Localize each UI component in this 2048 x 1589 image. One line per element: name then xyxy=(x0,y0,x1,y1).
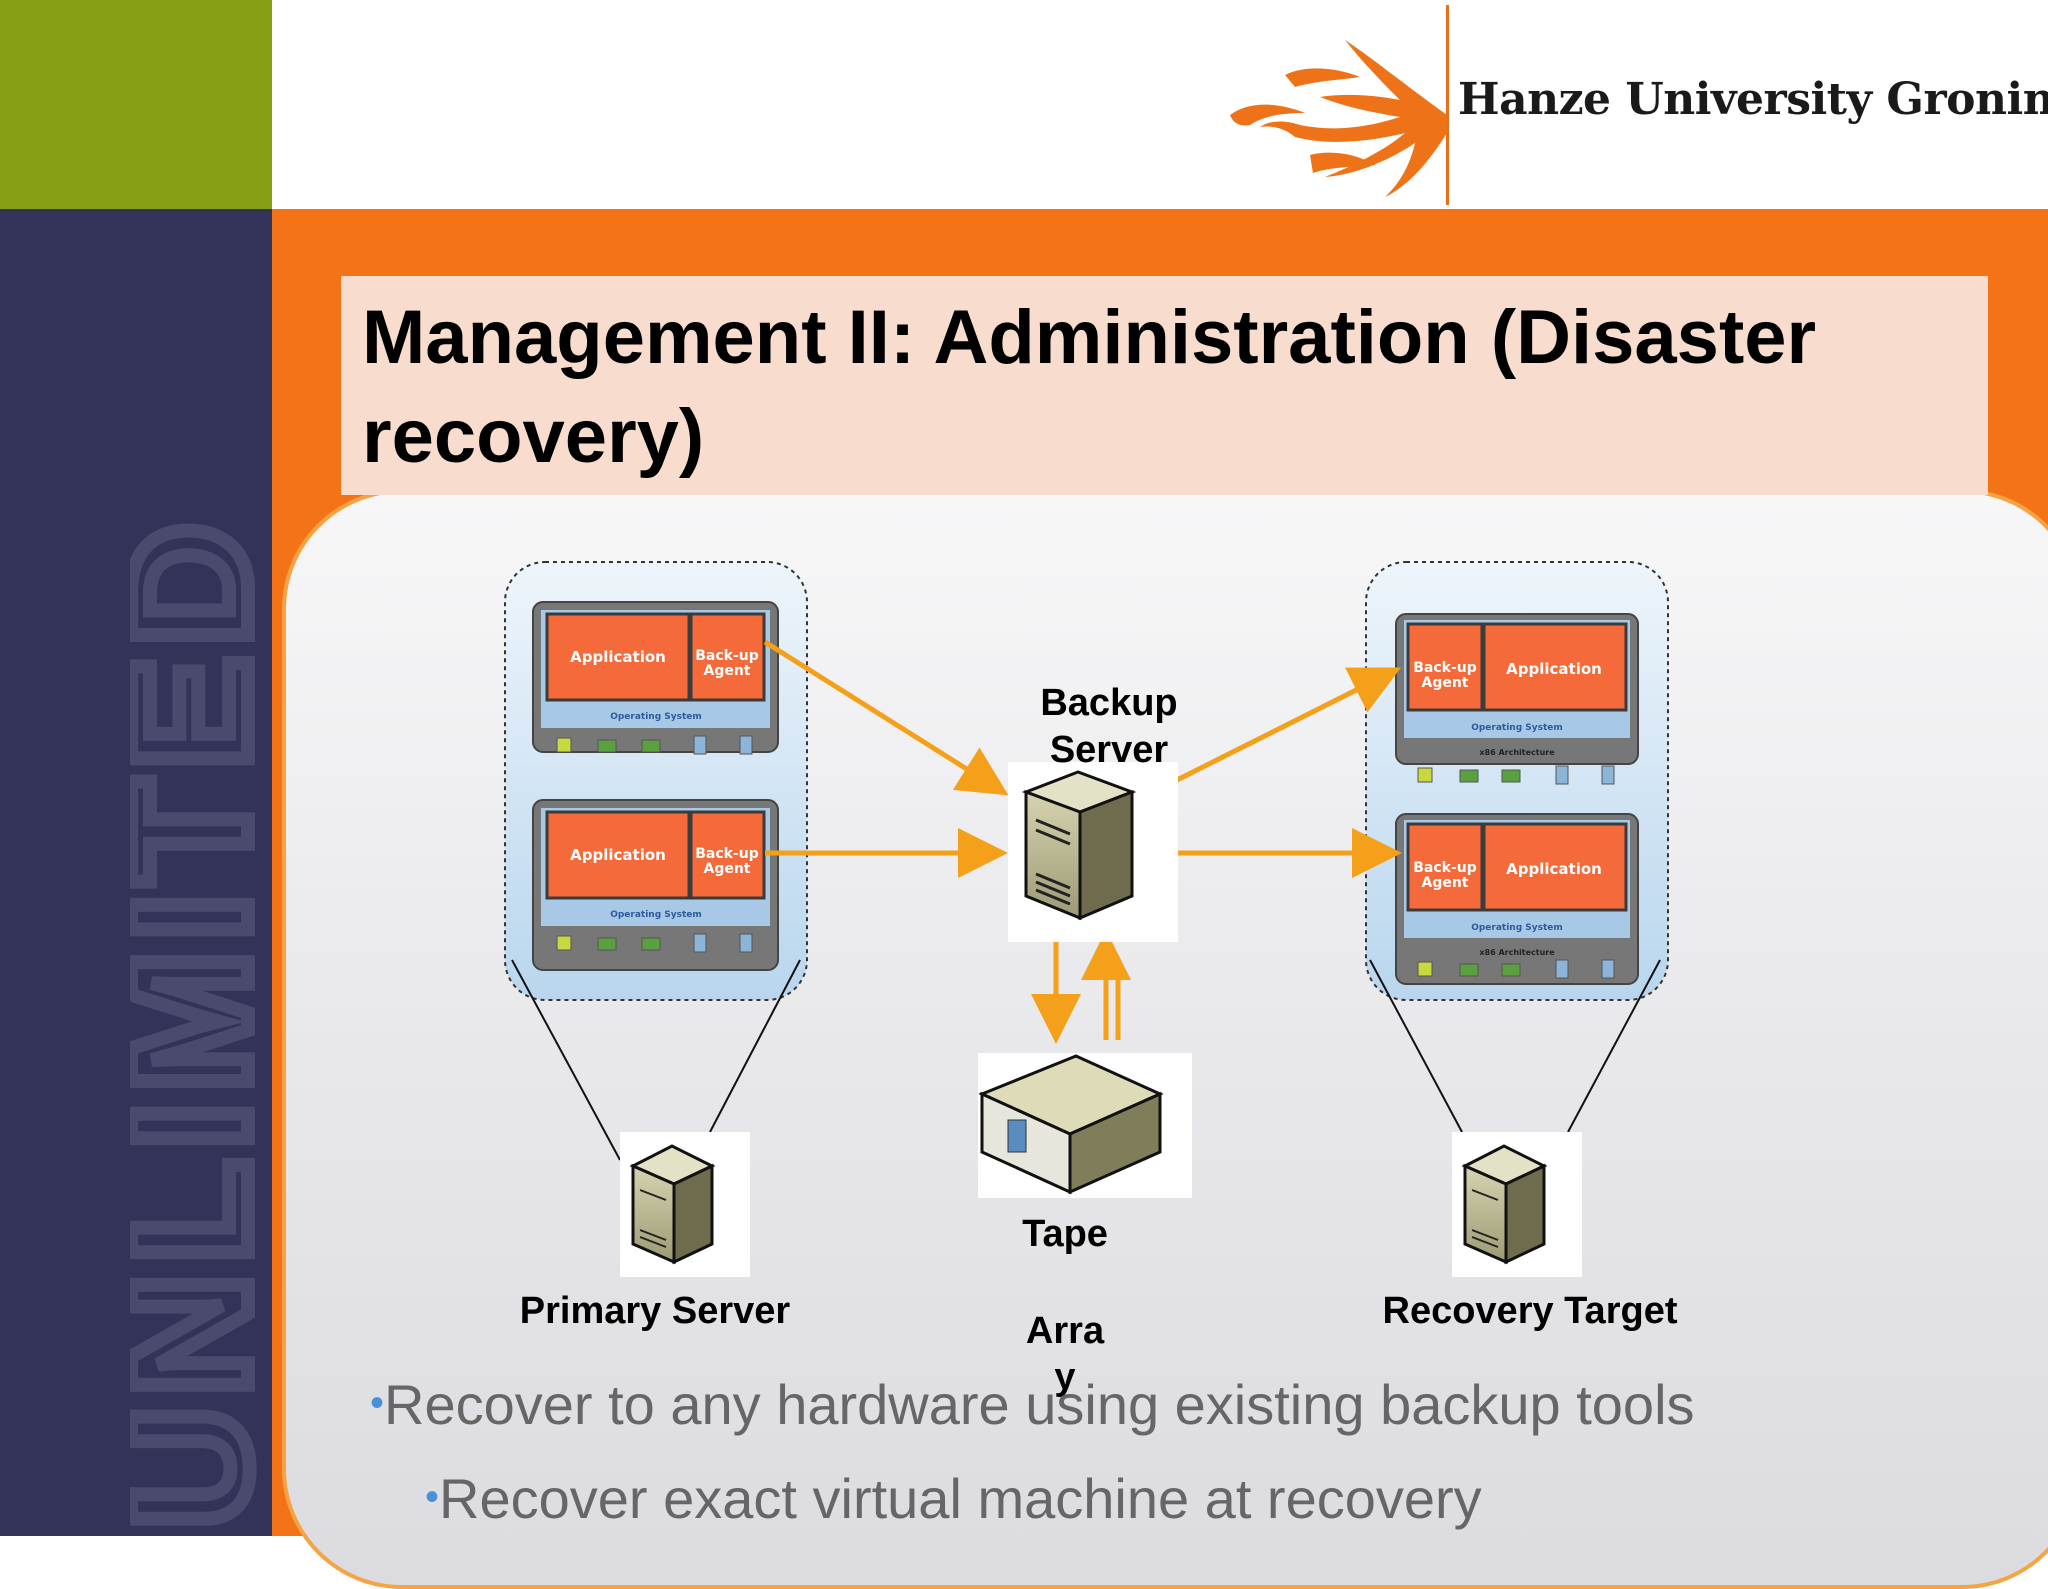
bullet-item-2: •Recover exact virtual machine at recove… xyxy=(425,1466,1482,1531)
vm-architecture-label: x86 Architecture xyxy=(1479,948,1555,957)
vm-backup-agent-label-2: Agent xyxy=(1421,675,1468,691)
vm-box-bottom: Application Back-up Agent Operating Syst… xyxy=(532,799,779,971)
vm-backup-agent-label: Back-up xyxy=(1413,860,1477,876)
vm-backup-agent-label: Back-up xyxy=(1413,660,1477,676)
tape-array-label-line1: Arra xyxy=(1025,1310,1105,1352)
vm-box-top: Back-up Agent Application Operating Syst… xyxy=(1395,613,1639,785)
arrow-icon xyxy=(763,639,1402,1044)
vm-application-label: Application xyxy=(570,648,666,666)
vm-backup-agent-label-2: Agent xyxy=(703,663,750,679)
tape-array-label: Arra y xyxy=(985,1308,1145,1400)
title-box xyxy=(341,276,1988,495)
bullet-text: Recover to any hardware using existing b… xyxy=(384,1373,1695,1436)
vm-backup-agent-label-2: Agent xyxy=(703,861,750,877)
university-logo-icon xyxy=(1225,15,1450,205)
backup-server-icon xyxy=(1008,762,1178,942)
vm-architecture-label: x86 Architecture xyxy=(1479,748,1555,757)
vm-application-label: Application xyxy=(1506,660,1602,678)
bullet-dot: • xyxy=(370,1381,385,1425)
recovery-vm-cluster: Back-up Agent Application Operating Syst… xyxy=(1365,561,1669,1001)
vm-os-label: Operating System xyxy=(610,712,702,722)
vm-application-label: Application xyxy=(1506,860,1602,878)
recovery-target-label: Recovery Target xyxy=(1382,1290,1678,1332)
bullet-dot: • xyxy=(425,1475,440,1519)
backup-server-label-line1: Backup xyxy=(1040,682,1178,724)
watermark-text: UNLIMITED xyxy=(130,514,272,1529)
vm-backup-agent-label: Back-up xyxy=(695,846,759,862)
vm-os-label: Operating System xyxy=(1471,723,1563,733)
bullet-text: Recover exact virtual machine at recover… xyxy=(439,1467,1482,1530)
primary-vm-cluster: Application Back-up Agent Operating Syst… xyxy=(504,561,808,1001)
hardware-chips xyxy=(556,933,753,953)
tape-label: Tape xyxy=(1022,1213,1108,1255)
watermark: UNLIMITED xyxy=(130,507,272,1536)
header-band xyxy=(272,0,2048,209)
vm-os-label: Operating System xyxy=(1471,923,1563,933)
hardware-chips xyxy=(1417,765,1615,785)
diagram: Application Back-up Agent Operating Syst… xyxy=(504,561,1669,1277)
header-accent-block xyxy=(0,0,272,209)
bullet-item-1: •Recover to any hardware using existing … xyxy=(370,1372,1695,1437)
slide-title: Management II: Administration (Disaster … xyxy=(362,295,1817,479)
vm-backup-agent-label: Back-up xyxy=(695,648,759,664)
hardware-chips xyxy=(556,735,753,755)
hardware-chips xyxy=(1417,959,1615,979)
backup-server-label: Backup Server xyxy=(1000,680,1218,774)
primary-server-icon xyxy=(620,1132,750,1277)
backup-server-label-line2: Server xyxy=(1049,729,1169,771)
vm-os-label: Operating System xyxy=(610,910,702,920)
tape-library-icon xyxy=(978,1053,1192,1198)
side-bar: UNLIMITED xyxy=(0,209,272,1536)
recovery-server-icon xyxy=(1452,1132,1582,1277)
cluster-connector-lines xyxy=(511,959,1661,1161)
vm-box-bottom: Back-up Agent Application Operating Syst… xyxy=(1395,813,1639,985)
university-name: Hanze University Groningen xyxy=(1458,74,2048,125)
vm-box-top: Application Back-up Agent Operating Syst… xyxy=(532,601,779,755)
vm-backup-agent-label-2: Agent xyxy=(1421,875,1468,891)
logo-divider xyxy=(1446,5,1449,205)
tape-array-label-line2: y xyxy=(1054,1356,1076,1398)
vm-application-label: Application xyxy=(570,846,666,864)
primary-server-label: Primary Server xyxy=(519,1290,791,1332)
